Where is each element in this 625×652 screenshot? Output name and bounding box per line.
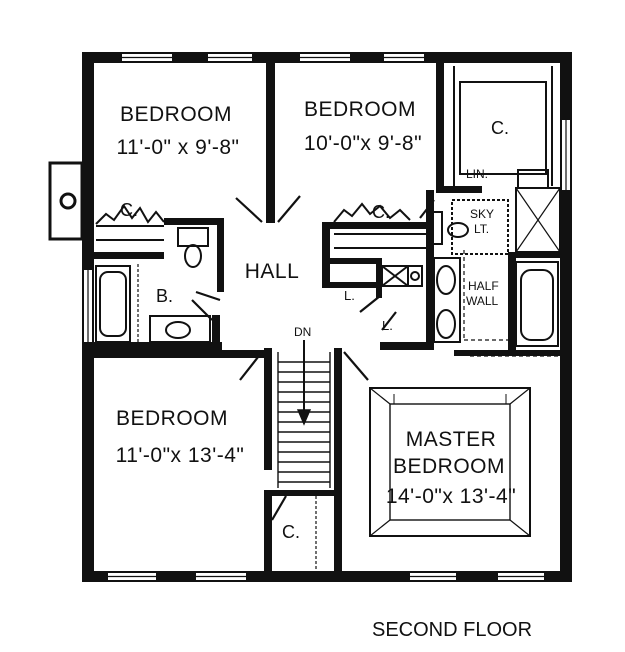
laundry-unit — [381, 265, 423, 287]
master-name-2: BEDROOM — [393, 455, 505, 478]
skylight-label-2: LT. — [474, 222, 489, 236]
bath-label: B. — [156, 286, 173, 306]
closet-label-stair: C. — [282, 522, 300, 542]
master-closet — [453, 66, 553, 186]
bedroom-n-dims: 10'-0"x 9'-8" — [304, 132, 422, 155]
interior-walls — [94, 63, 560, 572]
master-bath-fixtures — [431, 199, 509, 343]
laundry-label-2: L. — [382, 318, 393, 333]
closet-label-n: C. — [372, 202, 390, 222]
tray-ceiling — [369, 387, 531, 537]
master-bathtub — [515, 261, 559, 347]
windows — [84, 54, 570, 580]
bedroom-sw-dims: 11'-0"x 13'-4" — [116, 444, 245, 467]
bedroom-nw-name: BEDROOM — [120, 103, 232, 126]
closet-label-ne: C. — [491, 118, 509, 138]
half-wall-label-2: WALL — [466, 294, 499, 308]
bedroom-sw-name: BEDROOM — [116, 407, 228, 430]
skylight-label-1: SKY — [470, 207, 494, 221]
half-wall-label-1: HALF — [468, 279, 499, 293]
door-swings — [191, 195, 435, 521]
bedroom-n-name: BEDROOM — [304, 98, 416, 121]
closet-shelving — [95, 202, 426, 249]
chimney — [48, 161, 84, 241]
stairs-down-label: DN — [294, 325, 311, 339]
master-dims: 14'-0"x 13'-4" — [386, 485, 516, 508]
hall-bath-fixtures — [95, 227, 211, 343]
shower — [515, 169, 561, 253]
floor-caption: SECOND FLOOR — [372, 619, 532, 641]
master-name-1: MASTER — [406, 428, 497, 451]
bedroom-nw-dims: 11'-0" x 9'-8" — [117, 136, 240, 159]
exterior-wall-south — [82, 571, 572, 582]
laundry-label-1: L. — [344, 288, 355, 303]
closet-label-nw: C. — [120, 200, 138, 220]
stairs — [277, 340, 331, 488]
linen-label: LIN. — [466, 167, 488, 181]
hall-label: HALL — [245, 260, 300, 283]
